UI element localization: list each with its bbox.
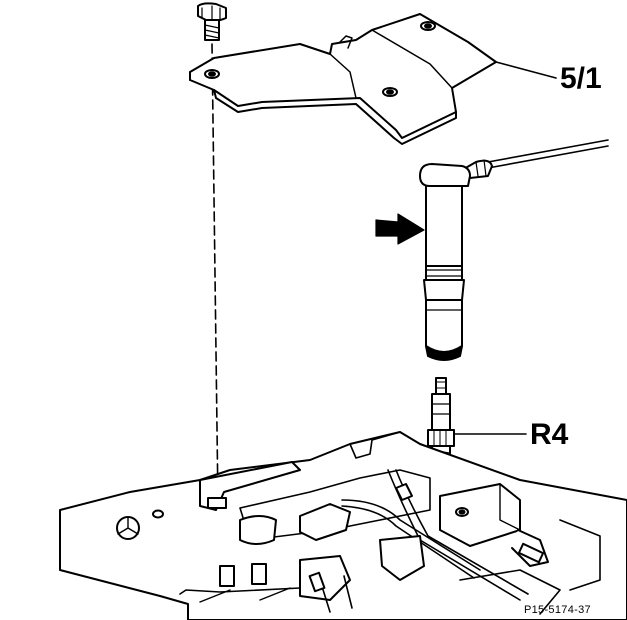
callout-cover-plate: 5/1 [560, 62, 602, 95]
bolt [197, 2, 227, 41]
figure-number: P15-5174-37 [524, 604, 591, 616]
bolt-alignment-line [211, 43, 219, 506]
cylinder-head [59, 431, 627, 620]
cover-plate [189, 13, 497, 145]
spark-plug-connector [419, 163, 471, 361]
leader-line-5-1 [495, 61, 557, 79]
insertion-arrow [375, 213, 425, 245]
ignition-cable [461, 139, 609, 179]
callout-spark-plug: R4 [530, 418, 569, 451]
